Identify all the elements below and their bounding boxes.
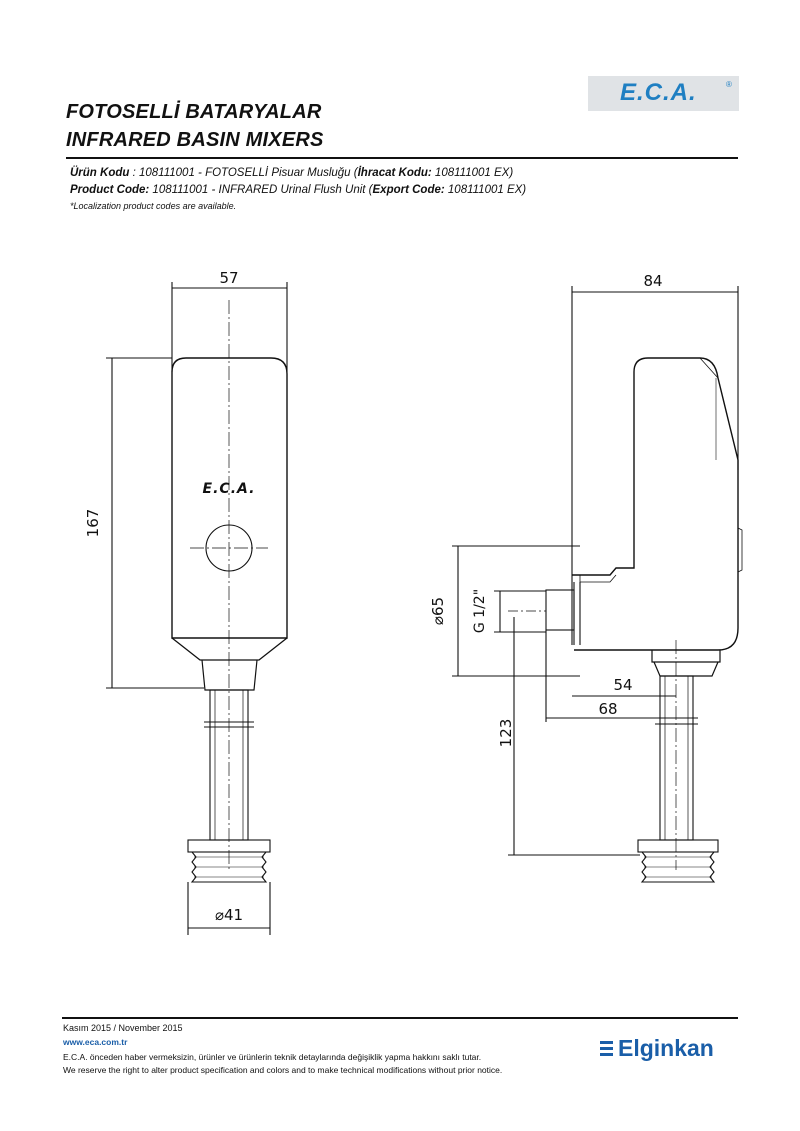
product-code-en-label: Product Code: — [70, 184, 150, 196]
product-code-en-text: 108111001 - INFRARED Urinal Flush Unit ( — [149, 184, 373, 196]
dim-diameter-flange: ⌀65 — [429, 597, 447, 625]
footer-date: Kasım 2015 / November 2015 — [63, 1023, 183, 1033]
eca-logo-box — [588, 76, 739, 111]
front-view — [106, 282, 288, 935]
dim-54: 54 — [613, 676, 632, 694]
product-code-en: Product Code: 108111001 - INFRARED Urina… — [70, 184, 526, 196]
dim-diameter-bottom: ⌀41 — [215, 906, 243, 924]
dim-height: 167 — [84, 509, 102, 538]
product-code-tr-text: : 108111001 - FOTOSELLİ Pisuar Musluğu ( — [129, 167, 358, 179]
side-view — [452, 286, 743, 883]
front-eca-logo: E.C.A. — [203, 481, 256, 497]
dim-width-front: 57 — [219, 269, 238, 287]
export-code-tr-label: İhracat Kodu: — [357, 167, 432, 179]
export-code-en-value: 108111001 EX) — [444, 184, 527, 196]
footer-divider — [62, 1017, 738, 1019]
elginkan-logo: Elginkan — [618, 1035, 714, 1061]
eca-logo: E.C.A. — [620, 79, 697, 106]
footer-website-link[interactable]: www.eca.com.tr — [63, 1037, 128, 1047]
footer-disclaimer-en: We reserve the right to alter product sp… — [63, 1065, 503, 1075]
localization-note: *Localization product codes are availabl… — [70, 201, 237, 211]
product-code-tr: Ürün Kodu : 108111001 - FOTOSELLİ Pisuar… — [70, 167, 513, 179]
product-code-tr-label: Ürün Kodu — [70, 167, 130, 179]
export-code-tr-value: 108111001 EX) — [431, 167, 514, 179]
title-turkish: FOTOSELLİ BATARYALAR — [66, 101, 322, 123]
footer-disclaimer-tr: E.C.A. önceden haber vermeksizin, ürünle… — [63, 1052, 482, 1062]
dim-68: 68 — [598, 700, 617, 718]
title-english: INFRARED BASIN MIXERS — [66, 129, 324, 151]
header-divider — [66, 157, 738, 159]
export-code-en-label: Export Code: — [372, 184, 445, 196]
dim-width-side: 84 — [643, 272, 662, 290]
elginkan-mark-icon — [600, 1041, 613, 1059]
registered-mark: ® — [726, 80, 732, 89]
dim-123: 123 — [497, 719, 515, 748]
dim-thread: G 1/2" — [472, 589, 488, 633]
